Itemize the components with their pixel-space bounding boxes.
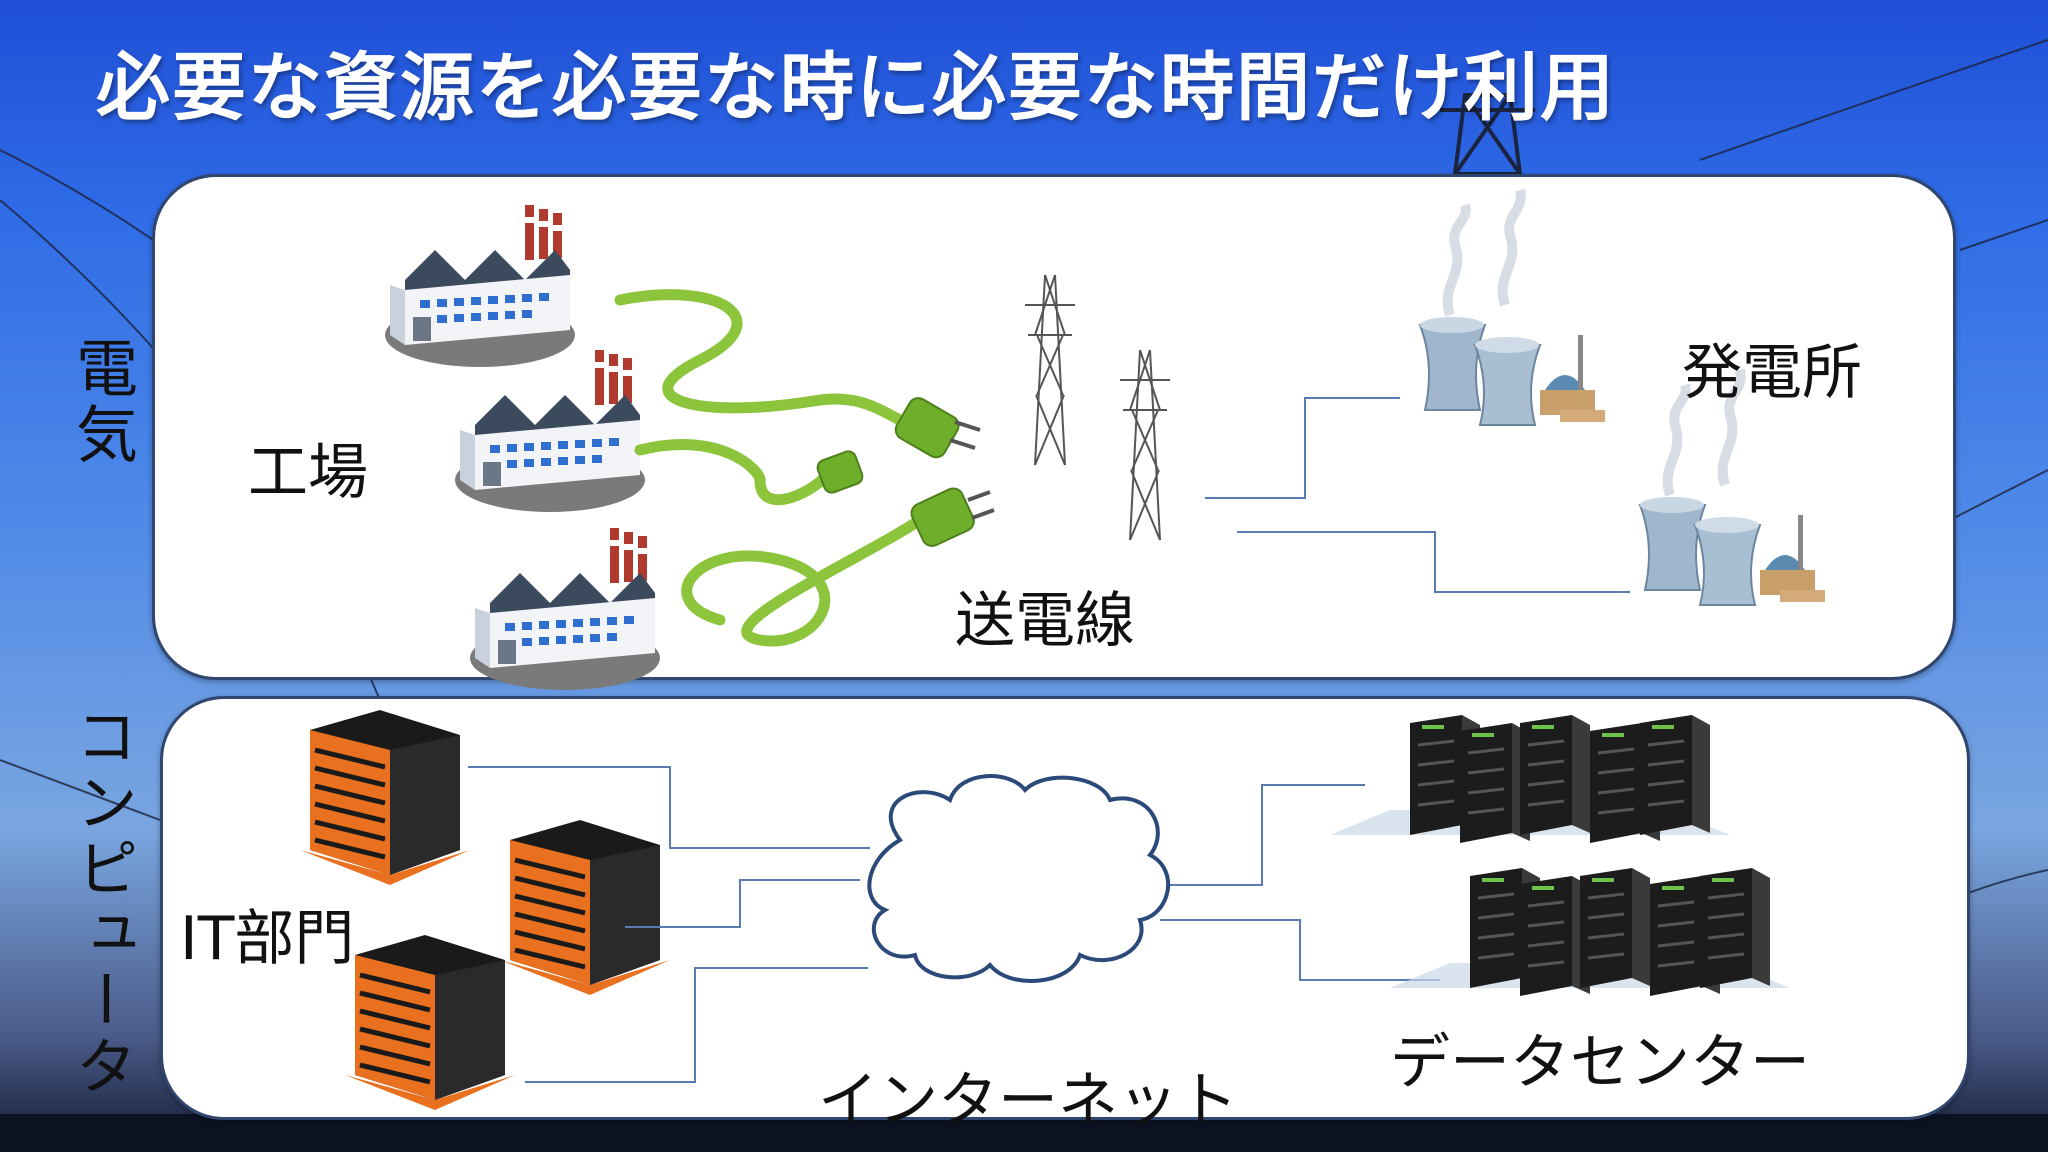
label-internet: インターネット (818, 1066, 1238, 1136)
connector-lines (1205, 397, 1630, 593)
ground-strip (0, 1114, 2048, 1152)
power-plug-icon (614, 289, 926, 647)
server-rack-icon (1330, 715, 1790, 996)
label-power-plant: 発電所 (1682, 338, 1862, 408)
connector-lines-it (468, 766, 1440, 1083)
label-transmission-line: 送電線 (955, 586, 1135, 656)
label-data-center: データセンター (1390, 1028, 1810, 1098)
cloud-icon (867, 774, 1170, 983)
transmission-tower-icon (1024, 274, 1171, 541)
page-title: 必要な資源を必要な時に必要な時間だけ利用 (96, 45, 1616, 131)
plug-heads (816, 397, 975, 547)
label-factory: 工場 (248, 438, 368, 508)
side-label-computer: コンピュータ (65, 704, 138, 1100)
factory-icon (385, 205, 660, 690)
electricity-panel (152, 174, 1956, 680)
office-building-icon (300, 710, 670, 1110)
side-label-electricity: 電気 (65, 336, 138, 468)
label-it-department: IT部門 (180, 904, 355, 974)
